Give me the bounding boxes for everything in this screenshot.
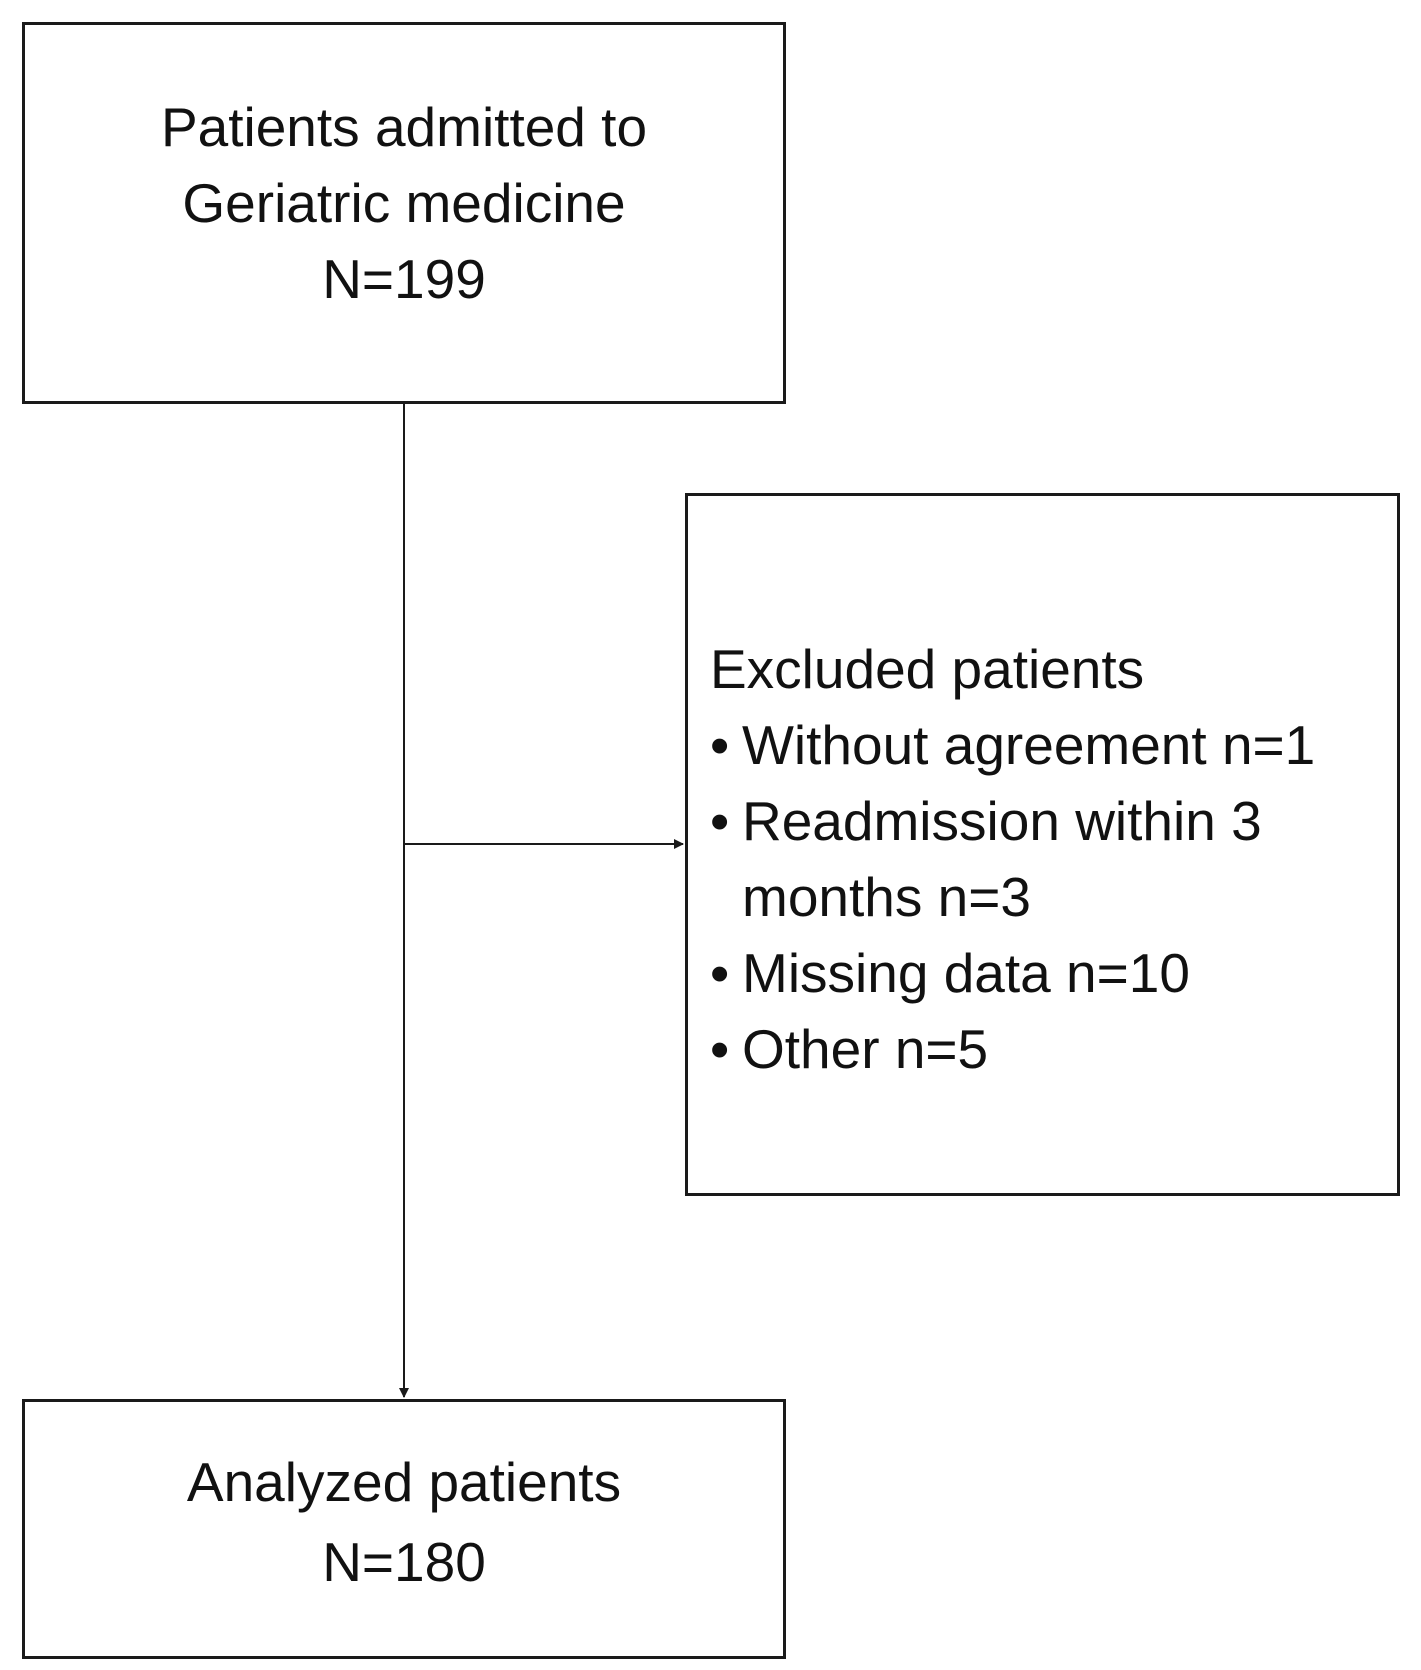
- admitted-line-2: Geriatric medicine: [182, 172, 626, 234]
- admitted-line-1: Patients admitted to: [160, 96, 648, 158]
- exclusion-item-without-agreement: • Without agreement n=1: [710, 707, 1397, 783]
- exclusion-text: Readmission within 3: [742, 790, 1262, 852]
- exclusion-item-readmission: • Readmission within 3 months n=3: [710, 783, 1397, 935]
- excluded-patients-box: Excluded patients • Without agreement n=…: [685, 493, 1400, 1196]
- exclusion-text: Without agreement n=1: [742, 714, 1316, 776]
- analyzed-patients-box: Analyzed patients N=180: [22, 1399, 786, 1659]
- bullet-icon: •: [710, 790, 730, 852]
- admitted-count: N=199: [322, 248, 486, 310]
- bullet-icon: •: [710, 714, 730, 776]
- analyzed-count: N=180: [322, 1531, 486, 1593]
- bullet-icon: •: [710, 1018, 730, 1080]
- exclusion-item-missing-data: • Missing data n=10: [710, 935, 1397, 1011]
- bullet-icon: •: [710, 942, 730, 1004]
- excluded-title: Excluded patients: [710, 638, 1145, 700]
- exclusion-text: Missing data n=10: [742, 942, 1190, 1004]
- exclusion-text: Other n=5: [742, 1018, 989, 1080]
- exclusion-text-continued: months n=3: [742, 866, 1031, 928]
- exclusion-item-other: • Other n=5: [710, 1011, 1397, 1087]
- analyzed-line-1: Analyzed patients: [186, 1451, 622, 1513]
- admitted-patients-box: Patients admitted to Geriatric medicine …: [22, 22, 786, 404]
- exclusion-reasons-list: • Without agreement n=1 • Readmission wi…: [710, 707, 1397, 1087]
